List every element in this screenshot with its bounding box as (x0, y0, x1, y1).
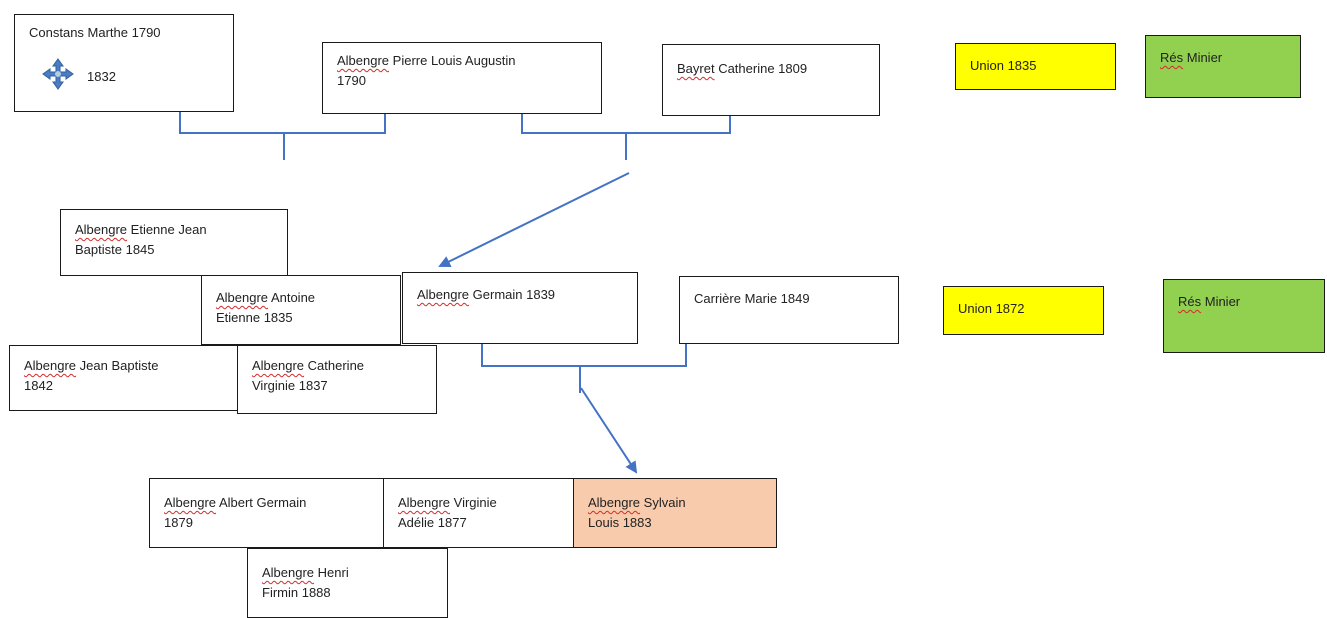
person-carriere-marie: Carrière Marie 1849 (679, 276, 899, 344)
surname: Albengre (216, 290, 269, 305)
given-names: Antoine (268, 290, 316, 305)
given-names-cont: Virginie 1837 (252, 378, 328, 393)
person-albengre-henri: Albengre Henri Firmin 1888 (247, 548, 448, 618)
union-1872: Union 1872 (943, 286, 1104, 335)
surname: Albengre (164, 495, 217, 510)
surname: Albengre (337, 53, 390, 68)
residence-abbrev: Rés (1178, 294, 1202, 309)
person-albengre-sylvain: Albengre Sylvain Louis 1883 (573, 478, 777, 548)
given-names: Sylvain (640, 495, 686, 510)
given-names-cont: Adélie 1877 (398, 515, 467, 530)
given-names-cont: Louis 1883 (588, 515, 652, 530)
person-albengre-catherine-virginie: Albengre Catherine Virginie 1837 (237, 345, 437, 414)
person-albengre-pierre: Albengre Pierre Louis Augustin 1790 (322, 42, 602, 114)
given-names: Albert Germain (216, 495, 307, 510)
surname: Albengre (252, 358, 305, 373)
death-year: 1832 (87, 69, 116, 84)
residence-minier-1: Rés Minier (1145, 35, 1301, 98)
residence-minier-2: Rés Minier (1163, 279, 1325, 353)
bracket-constans-pierre (179, 112, 386, 160)
arrow-to-sylvain (580, 387, 638, 474)
person-name: Carrière Marie 1849 (694, 291, 810, 306)
given-names: Germain 1839 (469, 287, 556, 302)
person-albengre-etienne-jean: Albengre Etienne Jean Baptiste 1845 (60, 209, 288, 276)
person-albengre-germain: Albengre Germain 1839 (402, 272, 638, 344)
given-names: Henri (314, 565, 349, 580)
surname: Albengre (588, 495, 641, 510)
arrow-to-germain (438, 172, 630, 267)
birth-year: 1879 (164, 515, 193, 530)
union-label: Union 1872 (958, 301, 1025, 316)
person-albengre-jean-baptiste: Albengre Jean Baptiste 1842 (9, 345, 249, 411)
given-names-cont: Firmin 1888 (262, 585, 331, 600)
person-albengre-albert: Albengre Albert Germain 1879 (149, 478, 385, 548)
surname: Albengre (417, 287, 470, 302)
given-names: Pierre Louis Augustin (389, 53, 516, 68)
surname: Albengre (262, 565, 315, 580)
person-albengre-antoine: Albengre Antoine Etienne 1835 (201, 275, 401, 345)
given-names: Catherine 1809 (714, 61, 808, 76)
given-names: Etienne Jean (127, 222, 207, 237)
birth-year: 1790 (337, 73, 366, 88)
person-constans-marthe: Constans Marthe 1790 1832 (14, 14, 234, 112)
residence-abbrev: Rés (1160, 50, 1184, 65)
surname: Albengre (75, 222, 128, 237)
surname: Albengre (398, 495, 451, 510)
residence-name: Minier (1183, 50, 1223, 65)
given-names: Virginie (450, 495, 497, 510)
union-1835: Union 1835 (955, 43, 1116, 90)
given-names: Catherine (304, 358, 365, 373)
residence-name: Minier (1201, 294, 1241, 309)
cross-icon (41, 57, 75, 97)
birth-year: 1842 (24, 378, 53, 393)
given-names: Jean Baptiste (76, 358, 159, 373)
given-names-cont: Etienne 1835 (216, 310, 293, 325)
person-albengre-virginie: Albengre Virginie Adélie 1877 (383, 478, 575, 548)
surname: Bayret (677, 61, 715, 76)
given-names-cont: Baptiste 1845 (75, 242, 155, 257)
surname: Albengre (24, 358, 77, 373)
bracket-pierre-bayret (521, 114, 731, 160)
union-label: Union 1835 (970, 58, 1037, 73)
person-bayret-catherine: Bayret Catherine 1809 (662, 44, 880, 116)
person-name: Constans Marthe 1790 (29, 25, 161, 40)
bracket-germain-carriere (481, 344, 687, 393)
